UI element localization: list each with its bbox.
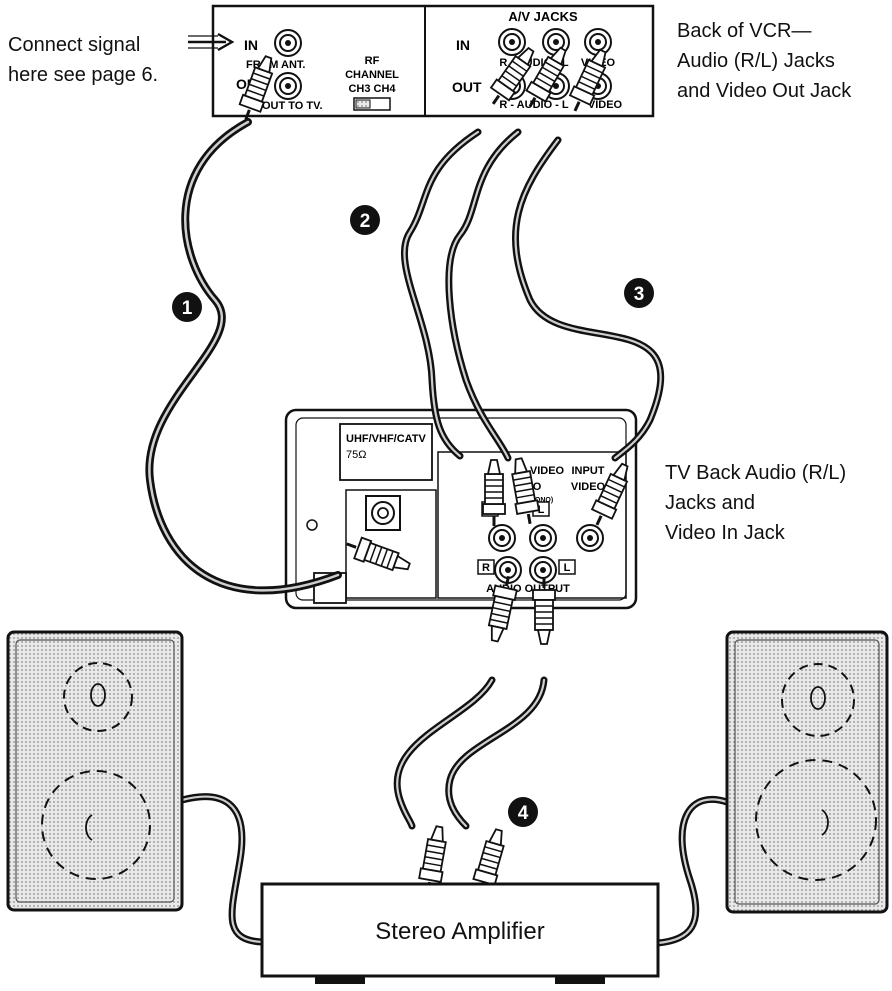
vcr-ch-options: CH3 CH4 [348, 83, 396, 95]
av-out-audio-label: R - AUDIO - L [499, 99, 569, 111]
vcr-channel-label: CHANNEL [345, 69, 399, 81]
stereo-amplifier: Stereo Amplifier [260, 882, 660, 984]
left-woofer [41, 770, 151, 880]
av-in-label: IN [456, 37, 470, 53]
tv-caption-3: Video In Jack [665, 522, 785, 544]
left-speaker-wire [178, 793, 266, 946]
tv-input-label: INPUT [572, 465, 605, 477]
r-badge-output [477, 559, 495, 575]
vcr-back-panel: IN FROM ANT. OUT OUT TO TV. RF CHANNEL C… [211, 4, 655, 118]
connect-signal-caption-2: here see page 6. [8, 64, 159, 86]
tv-video-in-jack[interactable] [576, 524, 604, 552]
cable-4-audio-r [393, 676, 496, 830]
uhf-label: UHF/VHF/CATV [346, 433, 427, 445]
tv-caption-2: Jacks and [665, 492, 756, 514]
uhf-label-plate [339, 423, 433, 481]
left-speaker [6, 630, 184, 912]
av-jacks-title: A/V JACKS [508, 9, 578, 24]
step-4-badge [508, 797, 538, 827]
vcr-antenna-in-jack[interactable] [274, 29, 302, 57]
rf-switch-slider[interactable] [355, 99, 371, 109]
vcr-rf-out-jack[interactable] [274, 72, 302, 100]
amplifier-label: Stereo Amplifier [375, 918, 544, 945]
l-badge-output [558, 559, 576, 575]
cable-2-audio-r [401, 128, 482, 460]
tv-caption-1: TV Back Audio (R/L) [665, 462, 847, 484]
vcr-caption-1: Back of VCR— [677, 20, 812, 42]
signal-in-arrow-outline [188, 35, 218, 49]
l-badge-output-text: L [564, 562, 571, 574]
tv-video-label: VIDEO [530, 465, 565, 477]
av-out-video-label: VIDEO [588, 99, 623, 111]
tv-audio-label: O [533, 481, 542, 493]
av-in-audio-r-jack[interactable] [498, 28, 526, 56]
step-3-badge [624, 278, 654, 308]
vcr-caption-2: Audio (R/L) Jacks [677, 50, 835, 72]
tv-video-sub-label: VIDEO [571, 481, 606, 493]
vcr-caption-3: and Video Out Jack [677, 80, 852, 102]
vcr-rf-label: RF [365, 55, 380, 67]
right-speaker [725, 630, 889, 914]
r-badge-output-text: R [482, 562, 490, 574]
step-badges: 1 2 3 4 [172, 205, 654, 827]
step-1-badge [172, 292, 202, 322]
cables [145, 118, 731, 947]
step-2-number: 2 [360, 211, 371, 232]
step-3-number: 3 [634, 284, 645, 305]
tv-audio-in-l-jack[interactable] [529, 524, 557, 552]
left-tweeter [63, 662, 133, 732]
right-woofer [755, 759, 877, 881]
vcr-in-label: IN [244, 37, 258, 53]
step-2-badge [350, 205, 380, 235]
ohm-label: 75Ω [346, 449, 366, 461]
l-badge-input-text: L [538, 504, 545, 516]
tv-av-jack-panel [437, 451, 627, 599]
vcr-out-to-tv-label: OUT TO TV. [262, 100, 323, 112]
step-4-number: 4 [518, 803, 529, 824]
step-1-number: 1 [182, 298, 193, 319]
right-tweeter [781, 663, 855, 737]
connect-signal-caption-1: Connect signal [8, 34, 141, 56]
right-speaker-wire [654, 795, 731, 947]
tv-mono-label: (MONO) [527, 497, 553, 504]
av-out-label: OUT [452, 79, 482, 95]
signal-in-arrow-icon [188, 32, 235, 52]
tv-audio-in-r-jack[interactable] [488, 524, 516, 552]
